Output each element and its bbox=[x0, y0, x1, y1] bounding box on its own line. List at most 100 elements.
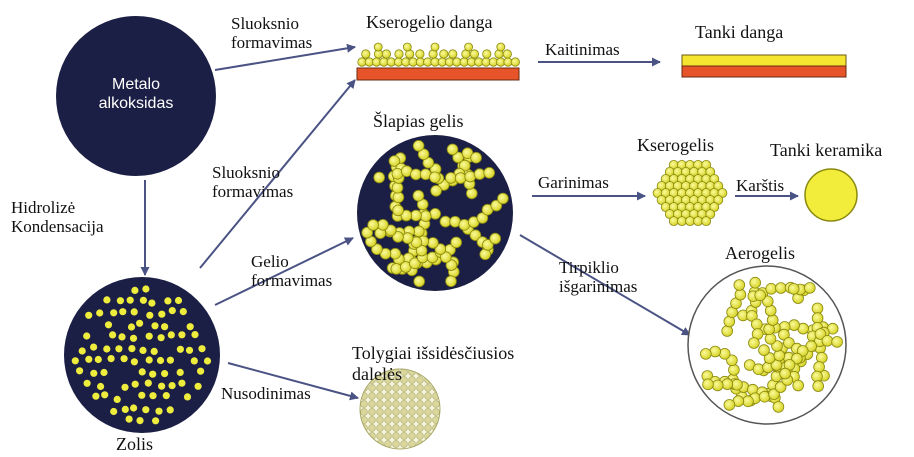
sol-particle bbox=[167, 357, 174, 364]
gelation-label: Gelio formavimas bbox=[251, 252, 332, 290]
sol-particle bbox=[131, 287, 138, 294]
sol-particle bbox=[130, 335, 137, 342]
aerogel-particle bbox=[735, 289, 746, 300]
gel-particle bbox=[471, 152, 482, 163]
gel-particle bbox=[474, 169, 485, 180]
gel-particle bbox=[420, 211, 431, 222]
xerogel-particle bbox=[669, 217, 678, 226]
gel-particle bbox=[430, 172, 441, 183]
gel-particle bbox=[446, 276, 457, 287]
sol-particle bbox=[105, 321, 112, 328]
xerogel-particle bbox=[694, 217, 703, 226]
film-particle bbox=[449, 50, 457, 58]
sol-label: Zolis bbox=[116, 434, 153, 455]
aerogel-particle bbox=[759, 345, 770, 356]
sol-particle bbox=[151, 348, 158, 355]
sol-particle bbox=[119, 308, 126, 315]
xerogel-particle bbox=[686, 217, 695, 226]
evaporation-label: Garinimas bbox=[538, 173, 609, 192]
film-particle bbox=[374, 43, 382, 51]
aerogel-particle bbox=[814, 362, 825, 373]
sol-particle bbox=[85, 312, 92, 319]
aerogel-particle bbox=[750, 277, 761, 288]
aerogel-particle bbox=[732, 379, 743, 390]
sol-particle bbox=[163, 392, 170, 399]
gel-particle bbox=[466, 188, 477, 199]
sol-particle bbox=[131, 358, 138, 365]
aerogel-particle bbox=[749, 338, 760, 349]
sol-particle bbox=[191, 331, 198, 338]
aerogel-particle bbox=[703, 379, 714, 390]
aerogel-particle bbox=[722, 379, 733, 390]
heat-label: Karštis bbox=[736, 176, 784, 195]
sol-particle bbox=[197, 368, 204, 375]
sol-particle bbox=[151, 322, 158, 329]
sol-particle bbox=[169, 382, 176, 389]
sol-particle bbox=[121, 384, 128, 391]
gel-particle bbox=[368, 220, 379, 231]
xerogel-film bbox=[357, 43, 520, 80]
aerogel-particle bbox=[812, 371, 823, 382]
sol-particle bbox=[177, 346, 184, 353]
gel-particle bbox=[430, 208, 441, 219]
aerogel-particle bbox=[793, 380, 804, 391]
film-particle bbox=[362, 50, 370, 58]
sol-particle bbox=[122, 406, 129, 413]
gel-particle bbox=[392, 182, 403, 193]
sol-particle bbox=[97, 383, 104, 390]
gel-particle bbox=[391, 264, 402, 275]
gel-particle bbox=[446, 173, 457, 184]
sol-particle bbox=[136, 417, 143, 424]
aerogel-particle bbox=[700, 349, 711, 360]
film-particle bbox=[431, 43, 439, 51]
sol-particle bbox=[167, 406, 174, 413]
sol-particle bbox=[132, 381, 139, 388]
sol-particle bbox=[187, 323, 194, 330]
film-particle bbox=[483, 50, 491, 58]
sol-particle bbox=[186, 347, 193, 354]
xerogel-particle bbox=[677, 217, 686, 226]
sol-particle bbox=[115, 345, 122, 352]
dense-ceramic-label: Tanki keramika bbox=[770, 140, 882, 161]
aerogel-particle bbox=[766, 283, 777, 294]
sol-particle bbox=[161, 370, 168, 377]
gel-particle bbox=[413, 140, 424, 151]
gel-particle bbox=[498, 193, 509, 204]
film-particle bbox=[497, 43, 505, 51]
sol-particle bbox=[95, 356, 102, 363]
gel-particle bbox=[374, 172, 385, 183]
dense-film-label: Tanki danga bbox=[695, 22, 783, 43]
gel-particle bbox=[484, 167, 495, 178]
aerogel-particle bbox=[812, 313, 823, 324]
xerogel-film-particles bbox=[358, 43, 520, 66]
sol-particle bbox=[79, 347, 86, 354]
sol-particle bbox=[84, 380, 91, 387]
gel-particle bbox=[411, 169, 422, 180]
aerogel-particle bbox=[774, 350, 785, 361]
film-particle bbox=[465, 43, 473, 51]
sol-particle bbox=[168, 331, 175, 338]
aerogel-particle bbox=[776, 283, 787, 294]
sol-particle bbox=[76, 367, 83, 374]
sol-particle bbox=[164, 297, 171, 304]
sol-particle bbox=[158, 383, 165, 390]
sol-particle bbox=[177, 369, 184, 376]
sol-particle bbox=[92, 393, 99, 400]
aerogel-particle bbox=[755, 290, 766, 301]
gel-particle bbox=[428, 238, 439, 249]
gel-particle bbox=[393, 205, 404, 216]
sol-particle bbox=[178, 331, 185, 338]
sol-particle bbox=[96, 309, 103, 316]
sol-particle bbox=[158, 334, 165, 341]
sol-particle bbox=[146, 333, 153, 340]
sol-particle bbox=[90, 344, 97, 351]
aerogel-particle bbox=[712, 380, 723, 391]
solvent-extraction-label: Tirpiklio išgarinimas bbox=[559, 258, 637, 296]
sol-particle bbox=[126, 416, 133, 423]
sol-particle bbox=[149, 371, 156, 378]
sol-particle bbox=[72, 357, 79, 364]
dense-ceramic-sphere bbox=[805, 169, 857, 221]
film-particle bbox=[470, 50, 478, 58]
sol-particle bbox=[110, 309, 117, 316]
sol-particle bbox=[157, 357, 164, 364]
